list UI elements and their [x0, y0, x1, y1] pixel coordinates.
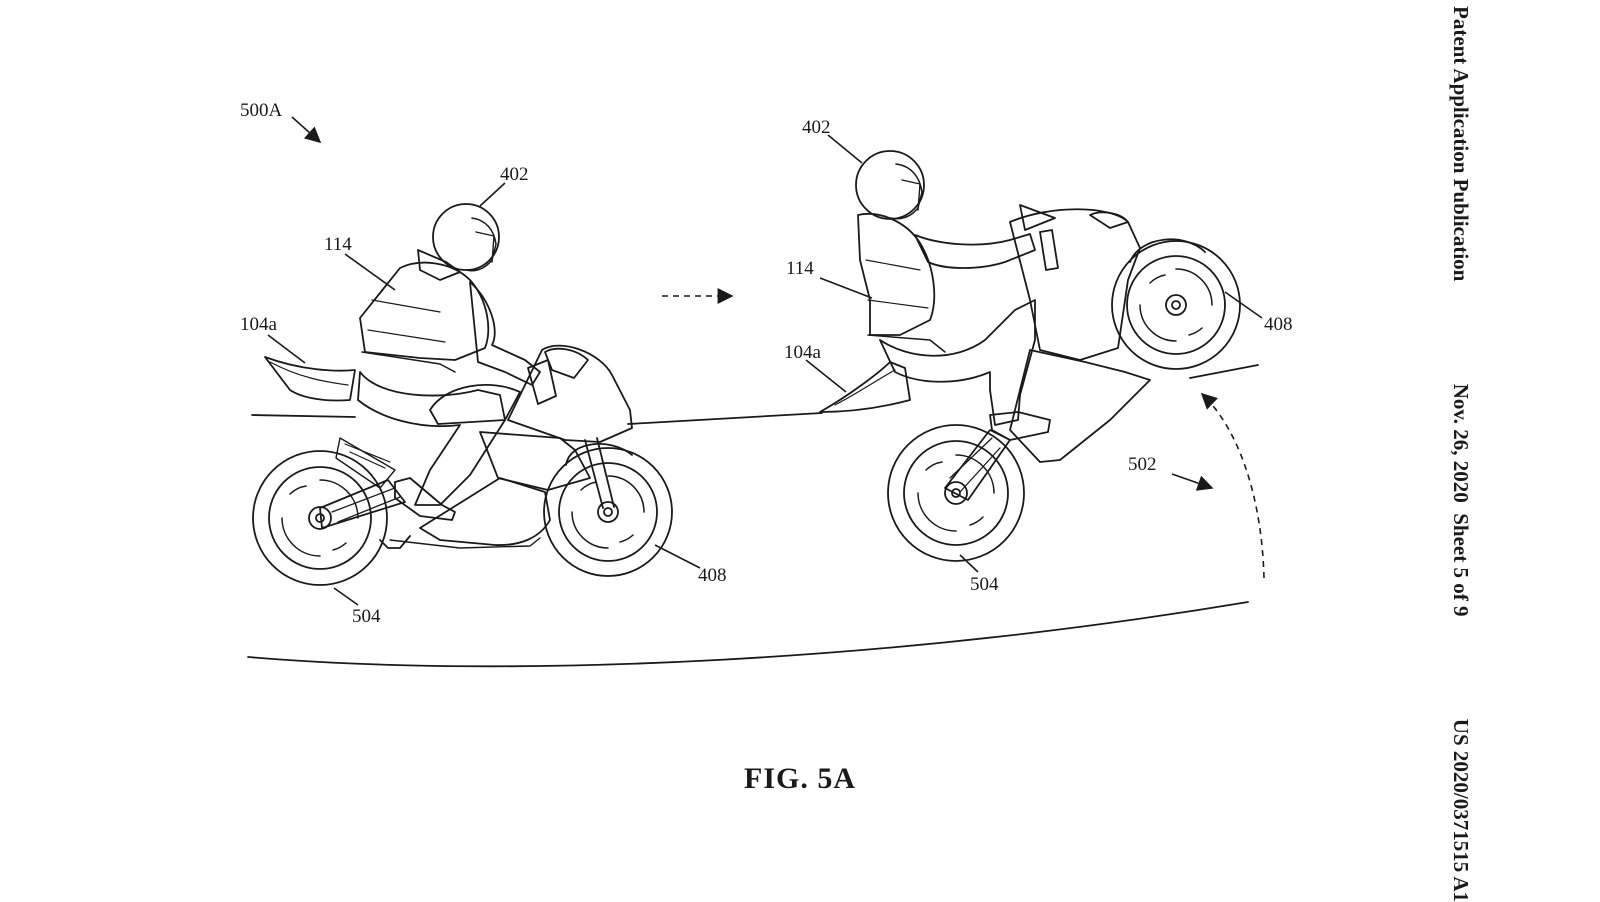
publication-number: US 2020/0371515 A1: [1449, 718, 1474, 902]
leader-104a-left: [267, 334, 306, 364]
label-500a: 500A: [240, 100, 283, 121]
label-104a-left: 104a: [240, 314, 278, 335]
publication-date-sheet: Nov. 26, 2020 Sheet 5 of 9: [1449, 383, 1474, 617]
leader-504-left: [333, 587, 359, 606]
label-408-right: 408: [1264, 314, 1293, 335]
road-lower-line: [247, 601, 1249, 668]
label-500a-arrow: [291, 116, 322, 144]
label-408-left: 408: [698, 565, 727, 586]
label-114-right: 114: [786, 258, 814, 279]
rider-left: [357, 203, 541, 521]
leader-402-right: [827, 134, 863, 164]
motorcycle-left: [252, 344, 673, 586]
label-114-left: 114: [324, 234, 352, 255]
label-502: 502: [1128, 454, 1157, 475]
road-upper-line: [251, 364, 1259, 425]
label-504-right: 504: [970, 574, 999, 595]
motion-502-arrow: [1171, 473, 1214, 491]
leader-408-left: [654, 544, 701, 569]
figure-caption: FIG. 5A: [744, 762, 856, 795]
label-104a-right: 104a: [784, 342, 822, 363]
label-402-right: 402: [802, 117, 831, 138]
rotation-dashed-arrow: [1200, 392, 1265, 579]
rider-right: [855, 150, 1051, 441]
leader-104a-right: [805, 359, 847, 393]
motorcycle-right: [819, 204, 1241, 562]
patent-header: Patent Application Publication Nov. 26, …: [1444, 6, 1478, 902]
label-402-left: 402: [500, 164, 529, 185]
leader-114-left: [344, 253, 396, 291]
leader-114-right: [819, 277, 873, 299]
leader-408-right: [1224, 291, 1263, 319]
publication-title: Patent Application Publication: [1449, 6, 1474, 282]
leader-402-left: [479, 182, 506, 207]
leader-504-right: [959, 554, 979, 573]
label-504-left: 504: [352, 606, 381, 627]
